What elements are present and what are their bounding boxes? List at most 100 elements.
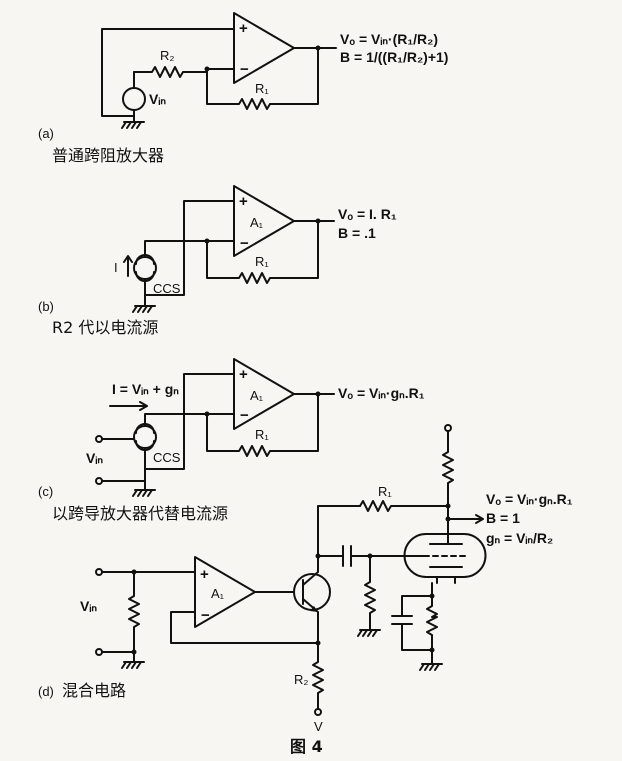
tag-a: (a)	[38, 126, 54, 141]
resistor-r2-a	[133, 66, 208, 78]
eq-b-b: B = .1	[338, 225, 376, 241]
opamp-c-plus: +	[239, 366, 248, 383]
ground-d3	[421, 649, 443, 665]
opamp-a	[233, 12, 295, 84]
label-r1-a: R₁	[255, 81, 269, 96]
tag-d: (d)	[38, 684, 54, 699]
node-d6	[445, 503, 451, 509]
capacitor-coupling-d	[317, 545, 425, 567]
arrow-output-d	[447, 514, 484, 524]
opamp-d	[194, 556, 256, 628]
label-current-eq-c: I = Vᵢₙ + gₙ	[112, 381, 179, 397]
resistor-cathode-d	[426, 595, 438, 651]
ground-d1-hatch	[121, 661, 142, 669]
opamp-d-plus: +	[200, 566, 209, 583]
source-vin-a	[122, 87, 146, 111]
label-r2-d: R₂	[294, 672, 308, 687]
ccs-b-symbol	[135, 254, 155, 282]
figure-label: 图 4	[290, 737, 323, 756]
arrow-current-b	[123, 255, 133, 277]
label-vin-a: Vᵢₙ	[149, 91, 166, 107]
opamp-c	[233, 358, 295, 430]
label-vin-d: Vᵢₙ	[80, 598, 97, 614]
opamp-c-minus: −	[240, 407, 249, 424]
ccs-c-symbol	[135, 423, 155, 451]
eq-d-vo: Vₒ = Vᵢₙ·gₙ.R₁	[486, 491, 573, 507]
wire-d-r1-left	[317, 505, 361, 557]
label-current-b: I	[114, 260, 118, 275]
wire-b-plus	[144, 200, 235, 296]
panel-c: + − A₁ I = Vᵢₙ + gₙ CCS Vᵢₙ R₁ Vₒ = Vᵢₙ·…	[38, 358, 425, 523]
opamp-a-plus: +	[239, 20, 248, 37]
ground-d2-hatch	[357, 629, 378, 637]
terminal-d-supply	[314, 708, 322, 716]
tube-heater-pins	[436, 576, 456, 584]
bjt-collector	[302, 555, 319, 586]
opamp-d-minus: −	[201, 607, 210, 624]
label-amp-b: A₁	[250, 215, 264, 230]
label-r1-b: R₁	[255, 254, 269, 269]
resistor-r2-d	[312, 642, 324, 710]
ground-a-hatch	[121, 121, 142, 129]
ground-d3-hatch	[419, 663, 440, 671]
vacuum-tube-d	[403, 533, 487, 578]
panel-a: + − R₂ Vᵢₙ R₁ Vₒ = Vᵢₙ·(R₁/R₂) B = 1/((R…	[38, 12, 448, 165]
node-c2	[315, 391, 321, 397]
panel-d: Vᵢₙ + − A₁ R₂ V R₁	[38, 424, 573, 734]
label-r1-c: R₁	[255, 427, 269, 442]
caption-b: R2 代以电流源	[52, 318, 158, 337]
resistor-grid-d	[364, 555, 376, 627]
node-a2	[315, 45, 321, 51]
ground-c	[134, 468, 156, 491]
caption-c: 以跨导放大器代替电流源	[52, 504, 228, 523]
panel-b: + − A₁ CCS I R₁ Vₒ = I. R₁ B = .1 (b) R2…	[38, 185, 397, 337]
label-amp-d: A₁	[211, 586, 225, 601]
opamp-a-minus: −	[240, 61, 249, 78]
wire-d-minus-fb	[170, 611, 319, 644]
label-vin-c: Vᵢₙ	[86, 450, 103, 466]
resistor-r1-a	[206, 47, 319, 110]
eq-c-vo: Vₒ = Vᵢₙ·gₙ.R₁	[338, 385, 425, 401]
eq-a-vo: Vₒ = Vᵢₙ·(R₁/R₂)	[340, 31, 438, 47]
label-amp-c: A₁	[250, 388, 264, 403]
eq-b-vo: Vₒ = I. R₁	[338, 206, 397, 222]
bjt-emitter	[302, 598, 319, 644]
capacitor-cathode-d	[391, 582, 433, 651]
caption-a: 普通跨阻放大器	[52, 146, 164, 165]
eq-d-gn: gₙ = Vᵢₙ/R₂	[486, 530, 553, 546]
label-ccs-b: CCS	[153, 281, 181, 296]
wire-c-plus	[144, 373, 235, 470]
resistor-r1-d	[359, 500, 449, 512]
ground-b-hatch	[132, 305, 153, 313]
caption-d: 混合电路	[62, 681, 126, 700]
tag-b: (b)	[38, 299, 54, 314]
bjt-emitter-arrow	[310, 606, 318, 612]
label-supply-d: V	[314, 719, 323, 734]
resistor-d-input	[128, 571, 140, 653]
opamp-b-plus: +	[239, 193, 248, 210]
node-d2	[131, 649, 137, 655]
label-ccs-c: CCS	[153, 450, 181, 465]
ground-d1	[101, 651, 145, 663]
resistor-r1-c	[206, 393, 319, 457]
wire-b-minus	[144, 240, 235, 258]
node-b2	[315, 218, 321, 224]
resistor-plate-load-d	[442, 430, 454, 545]
tag-c: (c)	[38, 484, 53, 499]
label-r2-a: R₂	[160, 48, 174, 63]
ground-c-hatch	[132, 489, 153, 497]
opamp-b-minus: −	[240, 235, 249, 252]
node-d4	[315, 553, 321, 559]
arrow-current-c	[109, 401, 148, 411]
wire-c-minus	[144, 413, 235, 427]
eq-a-b: B = 1/((R₁/R₂)+1)	[340, 49, 448, 65]
wire-a-plus	[101, 28, 235, 117]
eq-d-b: B = 1	[486, 510, 520, 526]
opamp-b	[233, 185, 295, 257]
transistor-bjt-d	[293, 573, 331, 611]
label-r1-d: R₁	[378, 484, 392, 499]
resistor-r1-b	[206, 220, 319, 284]
ground-b	[134, 294, 156, 307]
